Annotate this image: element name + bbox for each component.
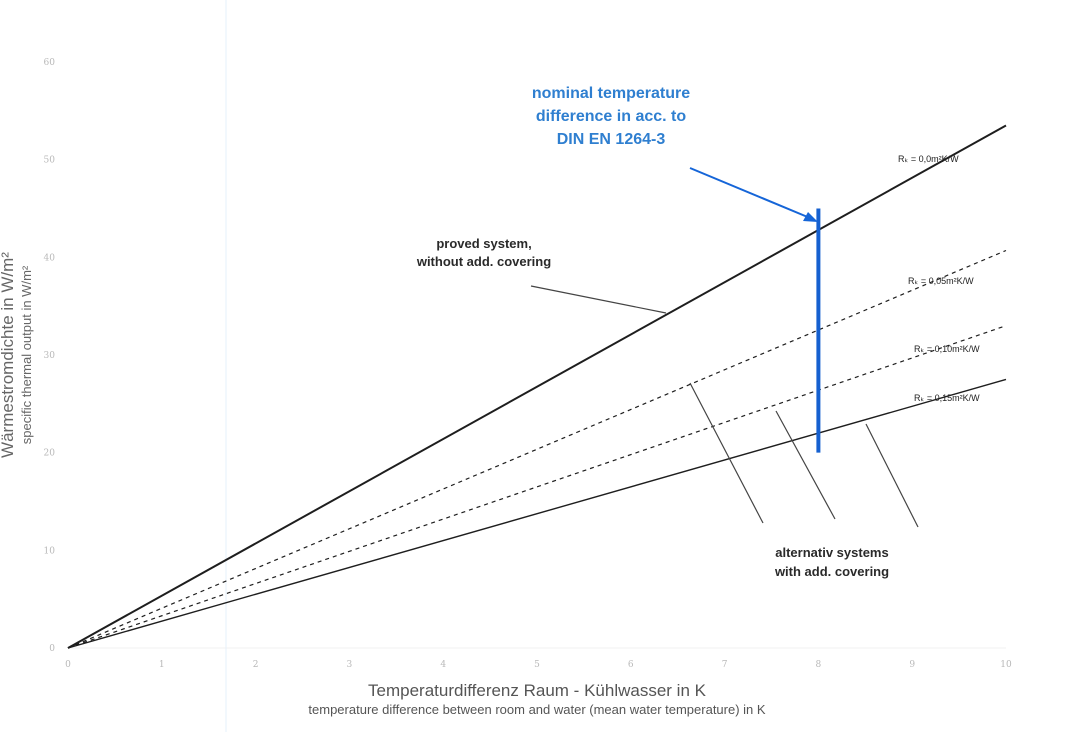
series-label-rk-0-05: Rₖ = 0,05m²K/W bbox=[908, 276, 974, 286]
x-tick-label: 5 bbox=[534, 660, 540, 670]
alternativ-annotation-line-2: with add. covering bbox=[774, 564, 889, 579]
y-tick-label: 10 bbox=[44, 546, 56, 556]
series-label-rk-0-0: Rₖ = 0,0m²K/W bbox=[898, 154, 959, 164]
annotation-pointers bbox=[530, 167, 919, 528]
alternativ-pointer-line bbox=[689, 382, 764, 524]
y-tick-label: 0 bbox=[49, 644, 55, 654]
x-tick-label: 6 bbox=[628, 660, 634, 670]
series-label-rk-0-10: Rₖ = 0,10m²K/W bbox=[914, 344, 980, 354]
y-axis-subtitle: specific thermal output in W/m² bbox=[19, 265, 34, 444]
x-tick-label: 0 bbox=[65, 660, 71, 670]
nominal-annotation-line-2: difference in acc. to bbox=[536, 108, 686, 125]
nominal-annotation-line-3: DIN EN 1264-3 bbox=[557, 131, 666, 148]
x-tick-labels: 0 1 2 3 4 5 6 7 8 9 10 bbox=[65, 660, 1012, 670]
x-tick-label: 4 bbox=[440, 660, 446, 670]
x-tick-label: 1 bbox=[159, 660, 165, 670]
proved-annotation-line-2: without add. covering bbox=[416, 254, 551, 269]
series-line bbox=[67, 325, 1007, 649]
x-tick-label: 2 bbox=[253, 660, 259, 670]
x-axis-title: Temperaturdifferenz Raum - Kühlwasser in… bbox=[368, 681, 707, 700]
x-tick-label: 3 bbox=[347, 660, 353, 670]
axes bbox=[68, 0, 1006, 732]
series-line bbox=[67, 124, 1007, 649]
alternativ-annotation-line-1: alternativ systems bbox=[775, 545, 888, 560]
y-tick-label: 50 bbox=[44, 156, 56, 166]
x-tick-label: 9 bbox=[909, 660, 915, 670]
series-line bbox=[67, 378, 1007, 649]
alternativ-pointer-line bbox=[865, 423, 919, 528]
y-axis-title: Wärmestromdichte in W/m² bbox=[0, 252, 17, 458]
nominal-pointer-line bbox=[689, 167, 811, 219]
x-tick-label: 8 bbox=[816, 660, 822, 670]
series-line bbox=[67, 249, 1007, 649]
y-tick-label: 60 bbox=[44, 58, 56, 68]
x-tick-label: 7 bbox=[722, 660, 728, 670]
y-tick-label: 40 bbox=[44, 253, 56, 263]
alternativ-pointer-line bbox=[775, 410, 836, 520]
y-tick-label: 20 bbox=[44, 449, 56, 459]
series-lines bbox=[67, 124, 1007, 649]
nominal-annotation-line-1: nominal temperature bbox=[532, 85, 690, 102]
x-axis-subtitle: temperature difference between room and … bbox=[308, 702, 765, 717]
proved-annotation-line-1: proved system, bbox=[436, 236, 531, 251]
x-tick-label: 10 bbox=[1000, 660, 1012, 670]
nominal-pointer-arrowhead bbox=[803, 212, 818, 222]
y-tick-label: 30 bbox=[44, 351, 56, 361]
y-tick-labels: 0 10 20 30 40 50 60 bbox=[44, 58, 56, 654]
series-label-rk-0-15: Rₖ = 0,15m²K/W bbox=[914, 393, 980, 403]
proved-pointer-line bbox=[530, 285, 667, 314]
